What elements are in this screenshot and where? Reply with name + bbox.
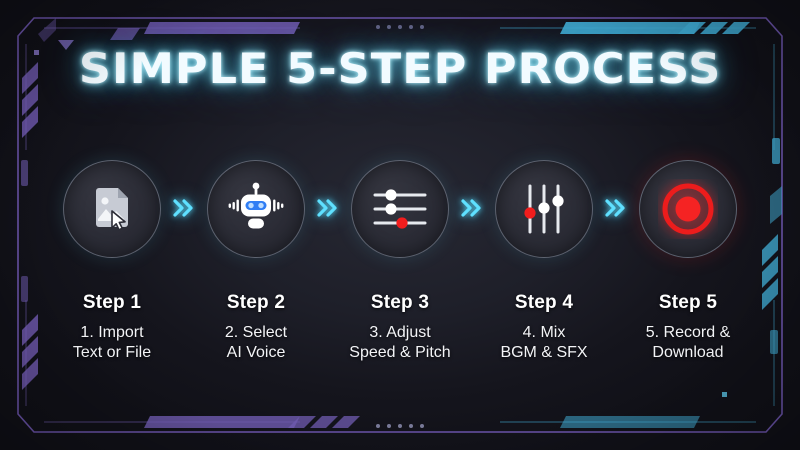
step-5-labels: Step 5 5. Record & Download — [646, 292, 730, 364]
step-1-labels: Step 1 1. Import Text or File — [73, 292, 151, 364]
double-chevron-right-icon — [173, 199, 193, 217]
step-2-labels: Step 2 2. Select AI Voice — [225, 292, 287, 364]
page-title: SIMPLE 5-STEP PROCESS — [78, 44, 722, 93]
step-3-description: 3. Adjust Speed & Pitch — [349, 324, 451, 362]
step-item-5[interactable]: Step 5 5. Record & Download — [629, 160, 747, 364]
step-item-2[interactable]: Step 2 2. Select AI Voice — [197, 160, 315, 364]
decor-dot — [398, 25, 402, 29]
decor-dot — [409, 424, 413, 428]
step-4-labels: Step 4 4. Mix BGM & SFX — [500, 292, 587, 364]
vertical-faders-icon — [524, 184, 564, 234]
top-dot-row — [0, 25, 800, 29]
separator-4 — [603, 160, 629, 256]
step-4-description: 4. Mix BGM & SFX — [500, 324, 588, 362]
decor-dot — [387, 424, 391, 428]
step-3-icon-circle[interactable] — [351, 160, 449, 258]
decor-dot — [376, 25, 380, 29]
decor-dot — [409, 25, 413, 29]
bottom-dot-row — [0, 424, 800, 428]
step-2-icon-circle[interactable] — [207, 160, 305, 258]
step-1-title: Step 1 — [82, 292, 142, 313]
step-4-title: Step 4 — [514, 292, 574, 313]
step-item-1[interactable]: Step 1 1. Import Text or File — [53, 160, 171, 364]
steps-row: Step 1 1. Import Text or File — [0, 160, 800, 364]
robot-voice-icon — [228, 182, 284, 229]
separator-1 — [171, 160, 197, 256]
step-4-icon-circle[interactable] — [495, 160, 593, 258]
decor-dot — [420, 424, 424, 428]
double-chevron-right-icon — [605, 199, 625, 217]
step-item-4[interactable]: Step 4 4. Mix BGM & SFX — [485, 160, 603, 364]
step-item-3[interactable]: Step 3 3. Adjust Speed & Pitch — [341, 160, 459, 364]
step-5-description: 5. Record & Download — [645, 324, 731, 362]
separator-3 — [459, 160, 485, 256]
decor-dot — [420, 25, 424, 29]
double-chevron-right-icon — [461, 199, 481, 217]
step-2-description: 2. Select AI Voice — [224, 324, 288, 362]
double-chevron-right-icon — [317, 199, 337, 217]
step-1-description: 1. Import Text or File — [72, 324, 152, 362]
decor-dot — [376, 424, 380, 428]
horizontal-sliders-icon — [373, 189, 427, 229]
step-1-icon-circle[interactable] — [63, 160, 161, 258]
decor-dot — [387, 25, 391, 29]
step-5-title: Step 5 — [658, 292, 718, 313]
image-file-cursor-icon — [96, 188, 128, 231]
title-container: SIMPLE 5-STEP PROCESS — [0, 44, 800, 93]
step-5-icon-circle[interactable] — [639, 160, 737, 258]
record-button-icon — [662, 183, 714, 235]
step-2-title: Step 2 — [226, 292, 286, 313]
step-3-title: Step 3 — [370, 292, 430, 313]
decor-dot — [398, 424, 402, 428]
step-3-labels: Step 3 3. Adjust Speed & Pitch — [349, 292, 450, 364]
separator-2 — [315, 160, 341, 256]
